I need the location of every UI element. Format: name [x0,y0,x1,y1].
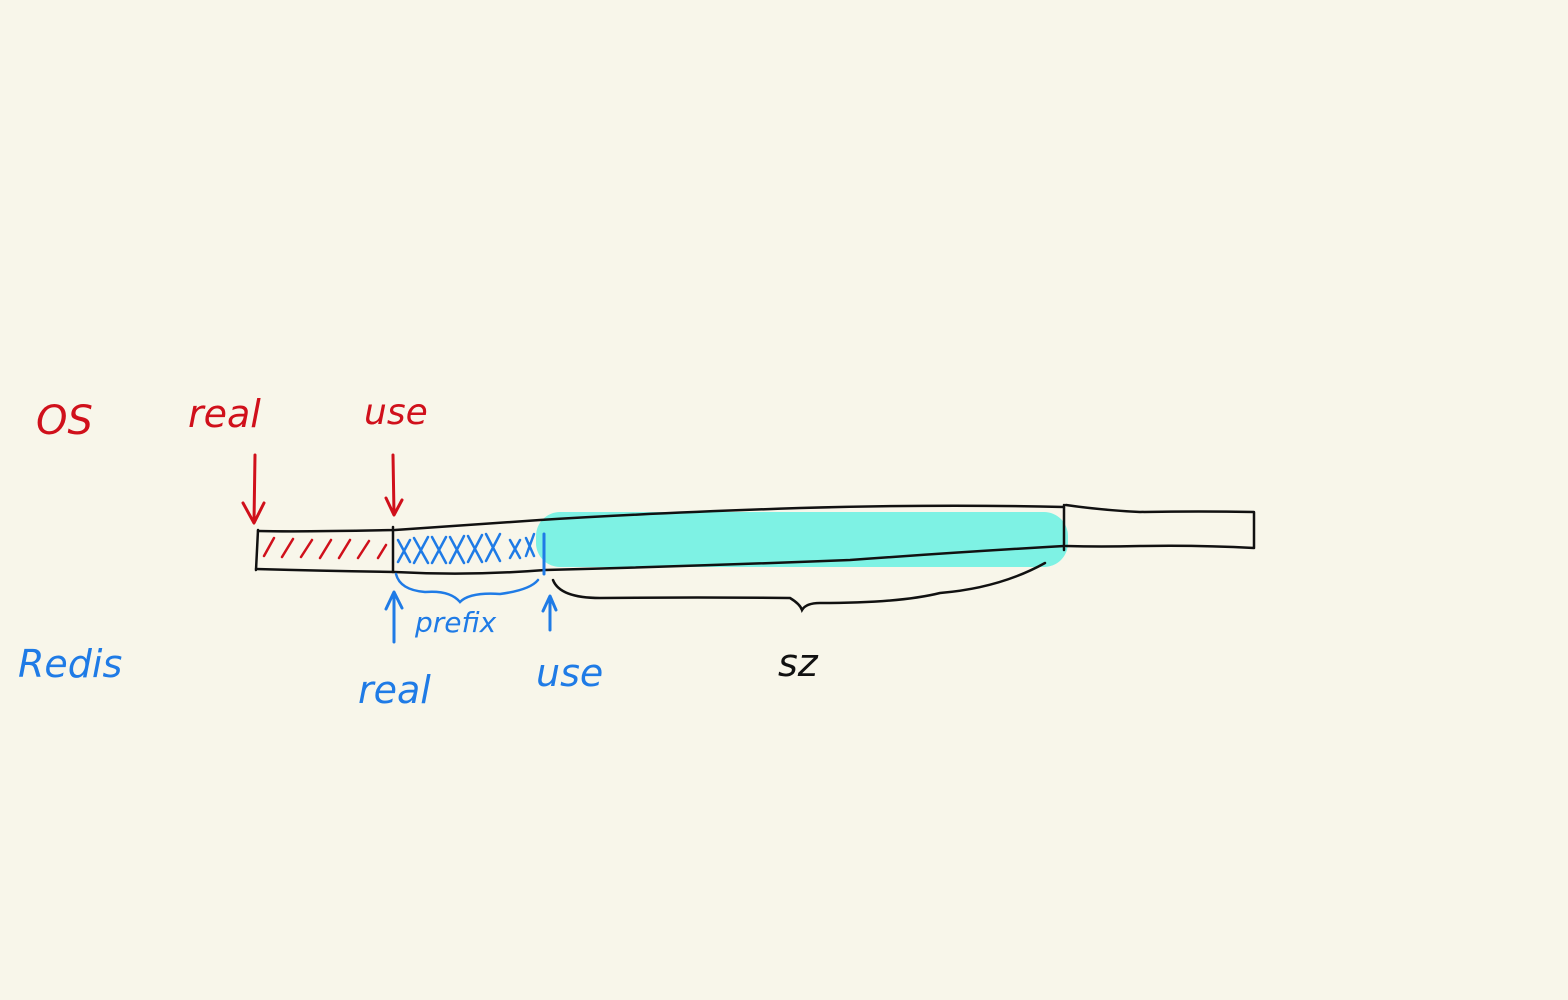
strip-left-edge [254,528,260,572]
strip-top-edge [256,504,1066,533]
redis-use-label: use [536,651,603,695]
sz-brace [551,561,1047,614]
memory-strip [254,503,1256,575]
prefix-crosshatch [396,532,546,576]
arrow-down-icon [384,453,404,517]
redis-title-label: Redis [18,642,122,686]
os-use-label: use [364,392,428,433]
prefix-brace [394,572,540,604]
os-header-hatch [262,536,388,560]
strip-bottom-edge [254,544,1066,575]
prefix-label: prefix [414,606,497,639]
os-title-label: OS [36,398,93,444]
sz-label: sz [778,641,819,685]
arrow-down-icon [241,453,266,525]
usable-region-highlight [536,512,1068,567]
arrow-up-icon [384,590,404,644]
strip-tail-segment [1064,503,1256,550]
os-real-label: real [188,392,261,436]
arrow-up-icon [541,594,558,632]
redis-real-label: real [358,668,431,712]
